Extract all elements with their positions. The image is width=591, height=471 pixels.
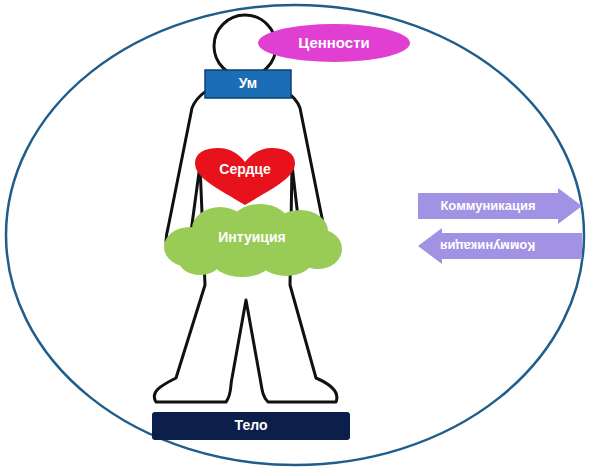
node-label: Сердце: [219, 162, 270, 177]
heart-shape: Сердце: [195, 148, 295, 206]
ellipse-fill: [258, 24, 410, 62]
text-holder: Интуиция: [162, 203, 342, 277]
body-bar: Тело: [152, 412, 350, 440]
text-holder: Коммуникация: [418, 228, 582, 264]
communication-arrow: Коммуникация: [418, 188, 582, 224]
outer-circle: [6, 5, 584, 465]
text-holder: Коммуникация: [418, 188, 582, 224]
arrow-fill: [418, 228, 582, 264]
heart-fill: [195, 148, 295, 205]
values-ellipse: Ценности: [258, 24, 410, 62]
rect-fill: [152, 412, 350, 440]
node-label: Тело: [235, 418, 268, 433]
text-holder: Ум: [205, 70, 291, 98]
node-label: Ценности: [298, 35, 369, 52]
figure-body: [154, 78, 337, 402]
node-label: Коммуникация: [440, 239, 535, 253]
rect-fill: [205, 70, 291, 98]
cloud-bump: [192, 217, 312, 265]
arrow-fill: [418, 188, 582, 224]
intuition-cloud: Интуиция: [162, 203, 342, 277]
text-holder: Тело: [152, 412, 350, 440]
text-holder: Ценности: [258, 24, 410, 62]
node-label: Коммуникация: [440, 199, 535, 213]
text-holder: Сердце: [195, 148, 295, 206]
communication-arrow: Коммуникация: [418, 228, 582, 264]
mind-box: Ум: [205, 70, 291, 98]
node-label: Ум: [239, 76, 257, 91]
node-label: Интуиция: [218, 230, 286, 245]
